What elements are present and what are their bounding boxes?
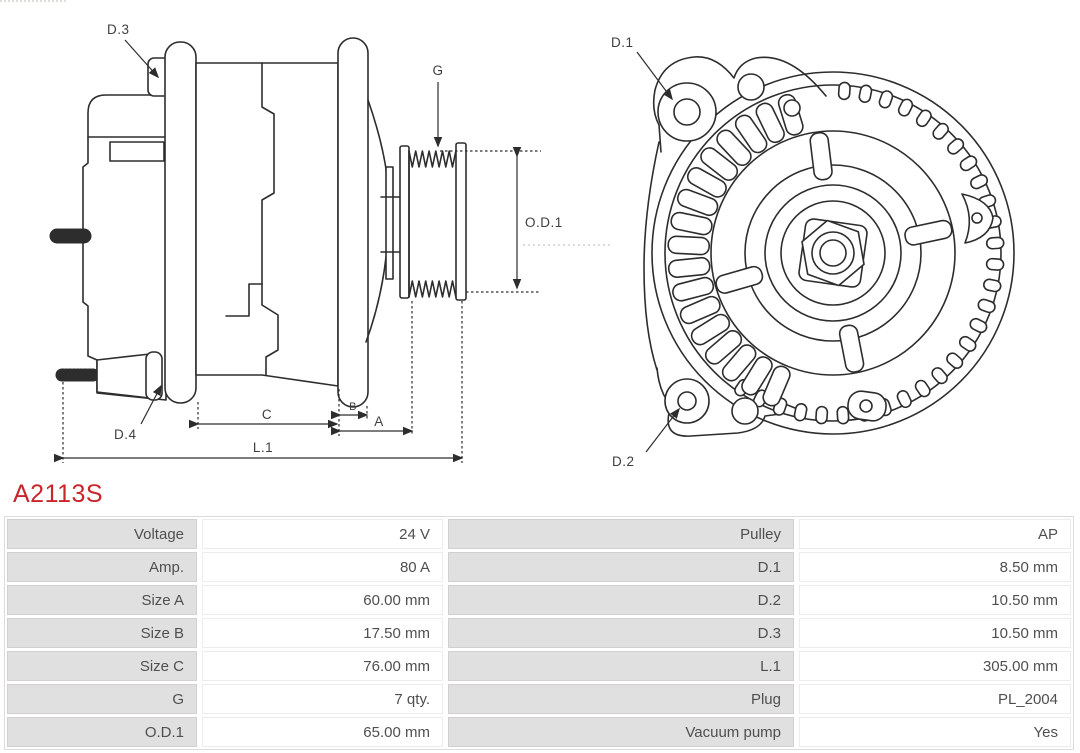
- spec-label: Size C: [7, 651, 197, 681]
- bottom-ear-outline: [656, 367, 801, 437]
- spec-value: 76.00 mm: [202, 651, 443, 681]
- spec-value: 7 qty.: [202, 684, 443, 714]
- spec-label: Size B: [7, 618, 197, 648]
- spec-label: Plug: [448, 684, 794, 714]
- spec-label: Voltage: [7, 519, 197, 549]
- spec-table: Voltage 24 V Pulley AP Amp. 80 A D.1 8.5…: [4, 516, 1074, 750]
- spec-label: Amp.: [7, 552, 197, 582]
- spec-value: PL_2004: [799, 684, 1071, 714]
- spec-label: Size A: [7, 585, 197, 615]
- label-a: A: [374, 414, 384, 429]
- spec-label: D.1: [448, 552, 794, 582]
- alternator-side-view: [49, 37, 467, 408]
- spec-value: AP: [799, 519, 1071, 549]
- spec-label: Vacuum pump: [448, 717, 794, 747]
- spec-value: 65.00 mm: [202, 717, 443, 747]
- d2-leader: [645, 407, 680, 453]
- alternator-front-view: [643, 56, 1015, 437]
- spec-label: O.D.1: [7, 717, 197, 747]
- cropped-watermark-artifact: [0, 0, 66, 2]
- label-g: G: [432, 63, 443, 78]
- left-bracket-edge: [643, 141, 660, 371]
- spec-value: 60.00 mm: [202, 585, 443, 615]
- label-od1: O.D.1: [525, 215, 563, 230]
- spec-value: 80 A: [202, 552, 443, 582]
- spec-value: 305.00 mm: [799, 651, 1071, 681]
- rim-inner: [664, 84, 1002, 422]
- pulley-side: [399, 142, 467, 301]
- label-c: C: [262, 407, 272, 422]
- mounting-lug-right: [337, 37, 369, 408]
- label-d2: D.2: [612, 454, 635, 469]
- d1-hole: [673, 98, 701, 126]
- front-view-dimensions: [636, 51, 680, 453]
- spec-label: D.2: [448, 585, 794, 615]
- front-view-labels: D.1 D.2: [611, 35, 635, 469]
- rear-housing: [49, 94, 167, 401]
- label-d3: D.3: [107, 22, 130, 37]
- label-d1: D.1: [611, 35, 634, 50]
- spec-label: G: [7, 684, 197, 714]
- main-body: [195, 62, 339, 387]
- mounting-lug-left: [164, 41, 197, 404]
- spec-value: 10.50 mm: [799, 618, 1071, 648]
- side-view-labels: D.3 G O.D.1 D.4 C B A L.1: [107, 22, 563, 455]
- d4-leader: [140, 384, 162, 425]
- hex-nut: [801, 219, 865, 287]
- pulley-grooves-bottom: [408, 280, 457, 298]
- spec-value: Yes: [799, 717, 1071, 747]
- spec-value: 8.50 mm: [799, 552, 1071, 582]
- top-ear-outline: [652, 56, 827, 153]
- d1-leader: [636, 51, 673, 101]
- pulley-grooves-top: [408, 150, 457, 168]
- pulley-front: [710, 130, 956, 376]
- part-number: A2113S: [13, 480, 104, 508]
- spec-label: Pulley: [448, 519, 794, 549]
- d2-hole: [677, 391, 697, 411]
- d3-leader: [124, 39, 160, 79]
- spec-label: L.1: [448, 651, 794, 681]
- label-d4: D.4: [114, 427, 137, 442]
- spec-label: D.3: [448, 618, 794, 648]
- spec-value: 24 V: [202, 519, 443, 549]
- label-l1: L.1: [253, 440, 273, 455]
- label-b: B: [349, 401, 357, 413]
- spec-value: 10.50 mm: [799, 585, 1071, 615]
- technical-drawing: D.3 G O.D.1 D.4 C B A L.1: [49, 22, 1015, 469]
- spec-value: 17.50 mm: [202, 618, 443, 648]
- drive-end-bell: [365, 99, 404, 343]
- side-view-dimensions: [53, 39, 612, 463]
